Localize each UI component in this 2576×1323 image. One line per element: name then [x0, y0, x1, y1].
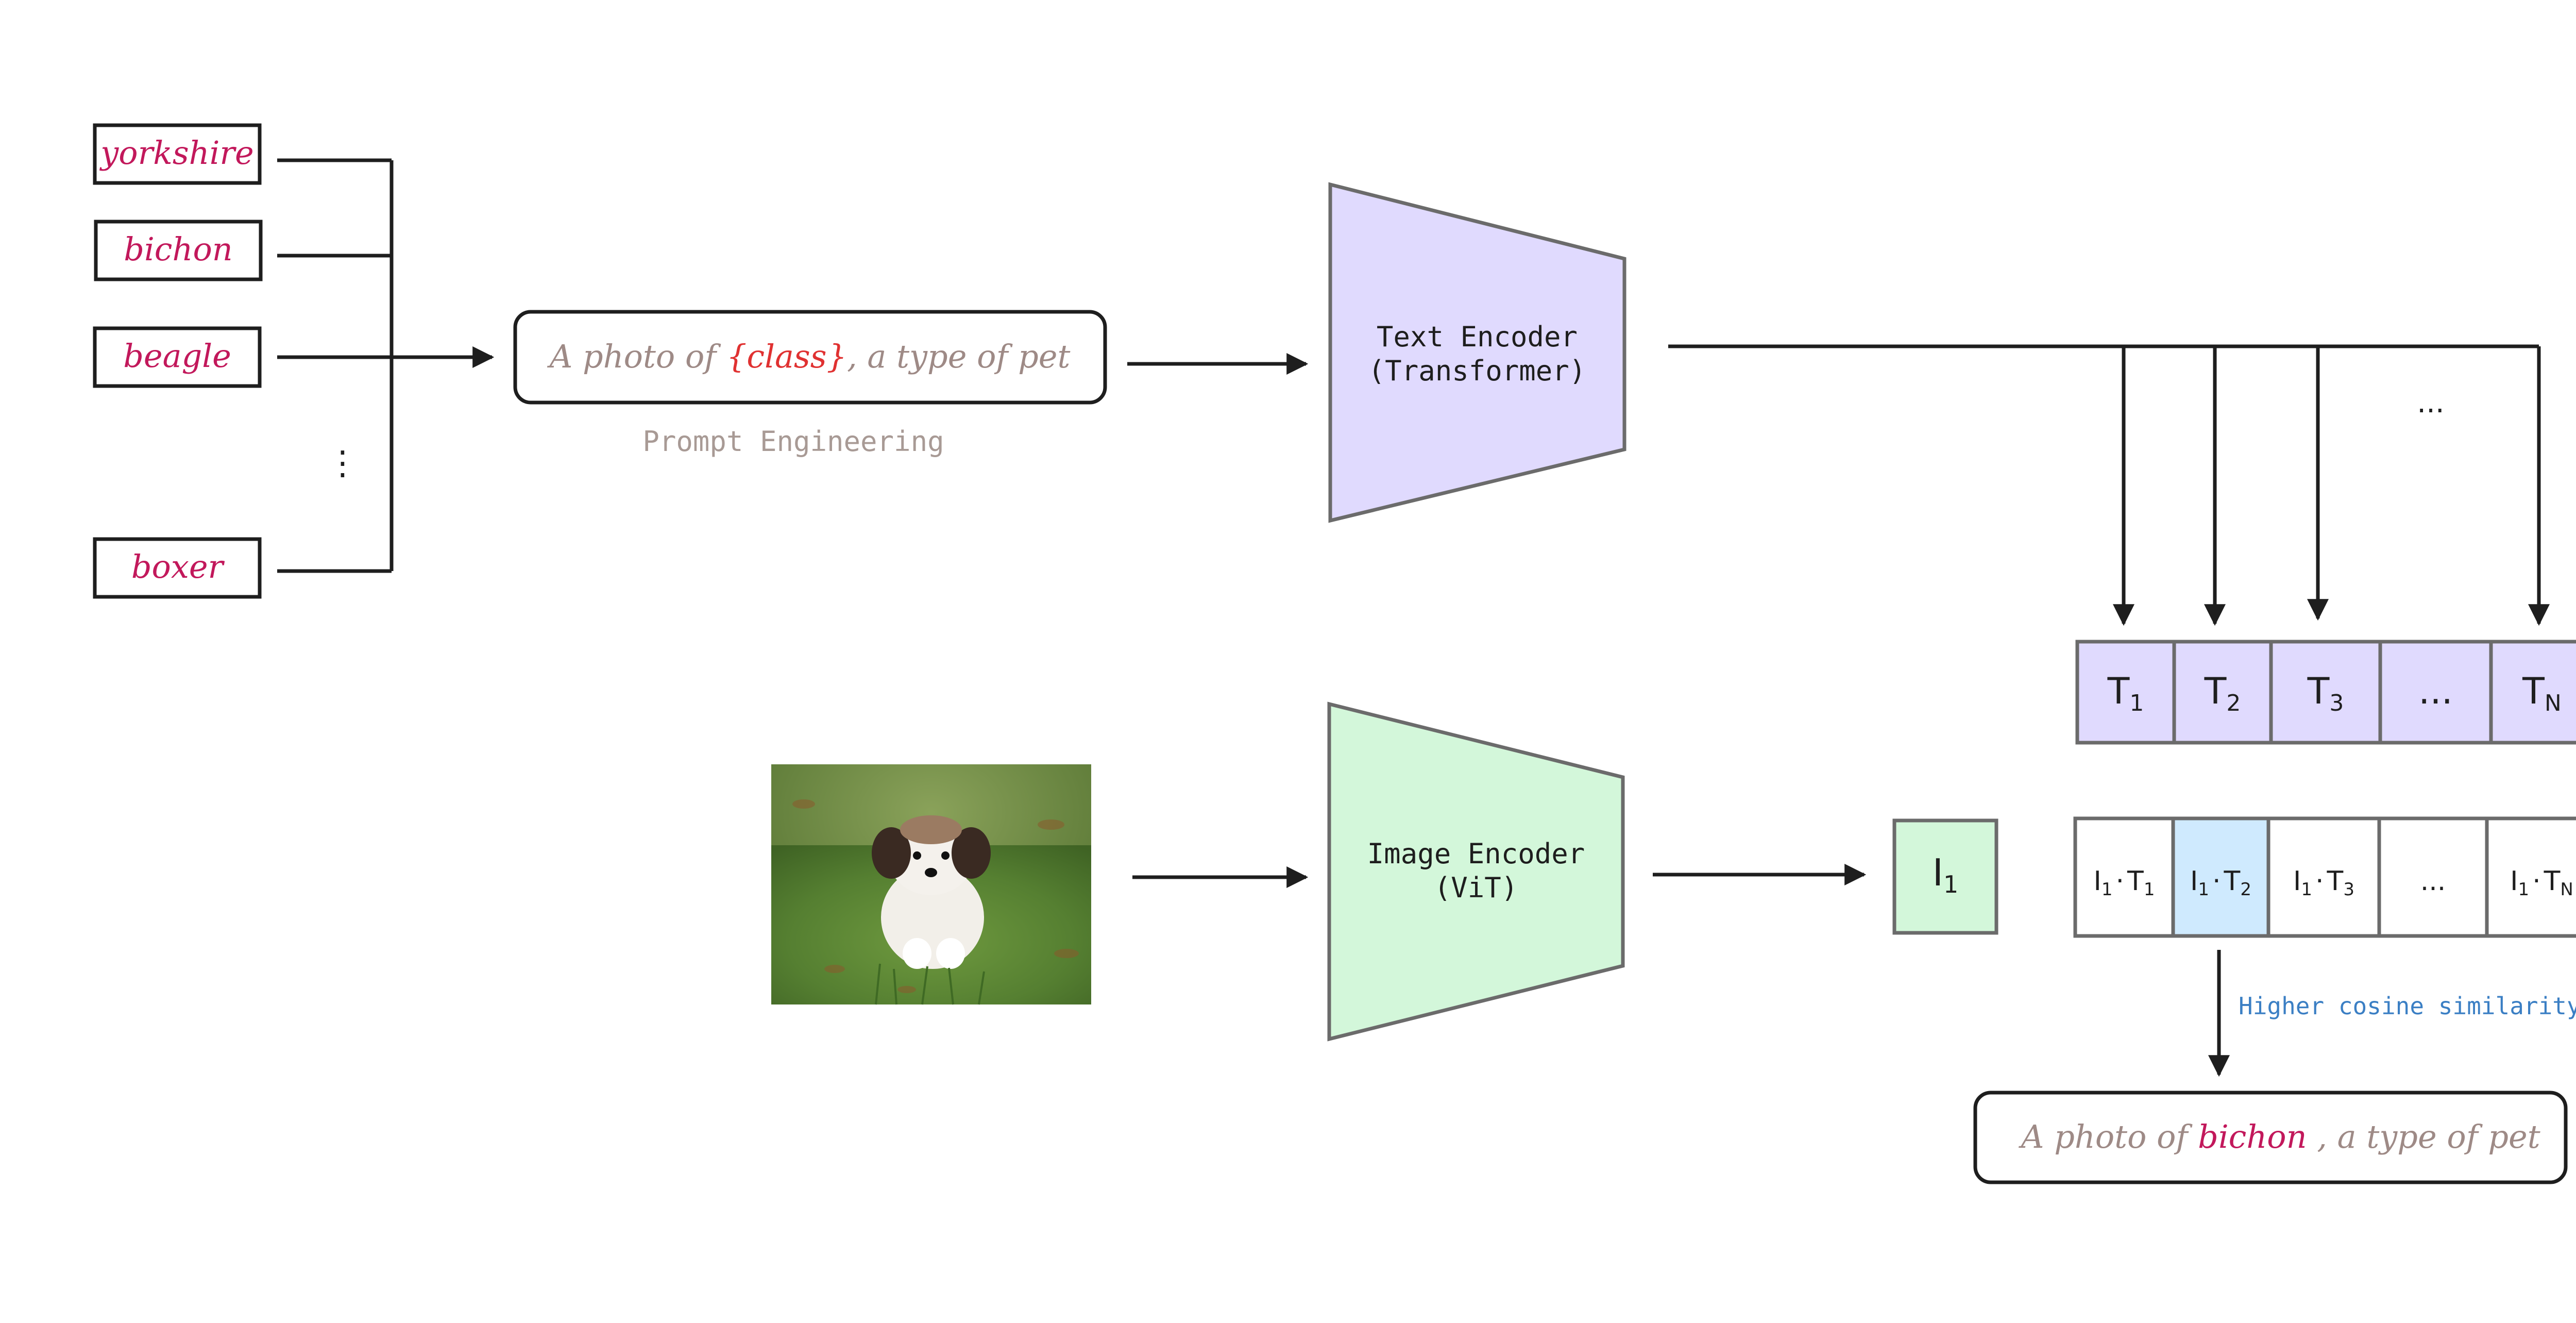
prompt-prefix: A photo of	[547, 338, 726, 375]
svg-text:I1·T1: I1·T1	[2094, 866, 2155, 900]
class-box-yorkshire: yorkshire	[93, 123, 262, 185]
similarity-dot: ·	[2315, 866, 2324, 897]
result-class: bichon	[2198, 1118, 2307, 1155]
text-embedding-cell: T1	[2075, 640, 2176, 745]
similarity-text-term: T	[2327, 866, 2344, 897]
similarity-text-subscript: N	[2560, 879, 2573, 900]
similarity-cell: I1·TN	[2485, 816, 2576, 938]
text-embedding-subscript: 3	[2329, 690, 2344, 716]
svg-text:I1·TN: I1·TN	[2510, 866, 2573, 900]
svg-text:I1·T2: I1·T2	[2190, 866, 2251, 900]
class-label-bichon: bichon	[124, 230, 232, 268]
text-encoder-line1: Text Encoder	[1377, 321, 1578, 353]
similarity-ellipsis: ...	[2420, 866, 2446, 897]
class-label-boxer: boxer	[131, 548, 225, 585]
fanout-ellipsis: ...	[2417, 386, 2444, 420]
prompt-suffix: , a type of pet	[847, 338, 1070, 375]
prompt-caption: Prompt Engineering	[642, 425, 944, 458]
svg-text:I1: I1	[1933, 851, 1959, 898]
similarity-text-term: T	[2224, 866, 2241, 897]
similarity-text-subscript: 2	[2240, 879, 2251, 900]
text-encoder-line2: (Transformer)	[1368, 355, 1586, 387]
svg-text:A photo of bichon , a type of: A photo of bichon , a type of pet	[1950, 1118, 2576, 1155]
similarity-image-term: I	[2190, 866, 2198, 897]
text-embedding-cell: T2	[2172, 640, 2273, 745]
class-label-yorkshire: yorkshire	[99, 134, 253, 172]
similarity-text-term: T	[2127, 866, 2144, 897]
similarity-dot: ·	[2116, 866, 2125, 897]
puppy-photo	[771, 764, 1091, 1005]
similarity-image-term: I	[2293, 866, 2301, 897]
class-box-beagle: beagle	[93, 326, 262, 388]
svg-text:T3: T3	[2307, 670, 2344, 716]
result-suffix: , a type of pet	[2307, 1118, 2540, 1155]
text-embedding-fanout	[1668, 344, 2550, 626]
class-box-boxer: boxer	[93, 537, 262, 599]
prompt-template: A photo of {class}, a type of pet	[513, 310, 1107, 405]
class-list: yorkshire bichon beagle ⋮ boxer	[93, 123, 359, 599]
text-embedding-subscript: 2	[2226, 690, 2241, 716]
svg-text:...: ...	[2418, 670, 2453, 712]
text-embedding-cell: ...	[2378, 640, 2493, 745]
svg-text:...: ...	[2420, 866, 2446, 897]
similarity-dot: ·	[2212, 866, 2221, 897]
result-prefix: A photo of	[2019, 1118, 2198, 1155]
similarity-image-term: I	[2510, 866, 2518, 897]
text-embedding-label: ...	[2418, 670, 2453, 712]
similarity-cell: I1·T3	[2266, 816, 2381, 938]
similarity-note: Higher cosine similarity	[2239, 992, 2576, 1020]
similarity-text-term: T	[2544, 866, 2561, 897]
similarity-image-subscript: 1	[2301, 879, 2312, 900]
similarity-dot: ·	[2532, 866, 2541, 897]
class-bracket	[277, 158, 394, 573]
class-label-beagle: beagle	[123, 337, 231, 375]
text-embedding-label: T	[2107, 670, 2130, 712]
result-prompt: A photo of bichon , a type of pet	[1950, 1091, 2576, 1184]
svg-text:T2: T2	[2204, 670, 2241, 716]
svg-text:T1: T1	[2107, 670, 2144, 716]
class-list-ellipsis: ⋮	[326, 444, 359, 482]
text-embedding-label: T	[2204, 670, 2227, 712]
svg-text:A photo of {class}, a type of: A photo of {class}, a type of pet	[547, 338, 1071, 375]
text-embedding-subscript: 1	[2129, 690, 2144, 716]
text-embedding-cell: TN	[2489, 640, 2576, 745]
similarity-cell: I1·T1	[2073, 816, 2175, 938]
text-embedding-subscript: N	[2545, 690, 2562, 716]
image-embedding: I1	[1892, 818, 1998, 935]
class-box-bichon: bichon	[94, 220, 263, 281]
similarity-image-subscript: 1	[2198, 879, 2209, 900]
text-encoder: Text Encoder (Transformer)	[1328, 182, 1626, 523]
similarity-text-subscript: 1	[2144, 879, 2155, 900]
text-embedding-cell: T3	[2269, 640, 2382, 745]
similarity-image-term: I	[2094, 866, 2102, 897]
similarity-cell: ...	[2377, 816, 2489, 938]
image-encoder-line1: Image Encoder	[1367, 838, 1585, 870]
image-encoder-line2: (ViT)	[1434, 872, 1518, 904]
prompt-placeholder: {class}	[726, 338, 847, 375]
image-embedding-sub: 1	[1943, 870, 1958, 898]
similarity-cell: I1·T2	[2171, 816, 2270, 938]
similarity-image-subscript: 1	[2102, 879, 2113, 900]
svg-text:TN: TN	[2522, 670, 2562, 716]
similarity-text-subscript: 3	[2343, 879, 2354, 900]
image-embedding-base: I	[1933, 851, 1943, 894]
svg-text:I1·T3: I1·T3	[2293, 866, 2354, 900]
text-embedding-label: T	[2522, 670, 2545, 712]
similarity-image-subscript: 1	[2518, 879, 2529, 900]
image-encoder: Image Encoder (ViT)	[1327, 701, 1625, 1042]
text-embedding-label: T	[2307, 670, 2330, 712]
